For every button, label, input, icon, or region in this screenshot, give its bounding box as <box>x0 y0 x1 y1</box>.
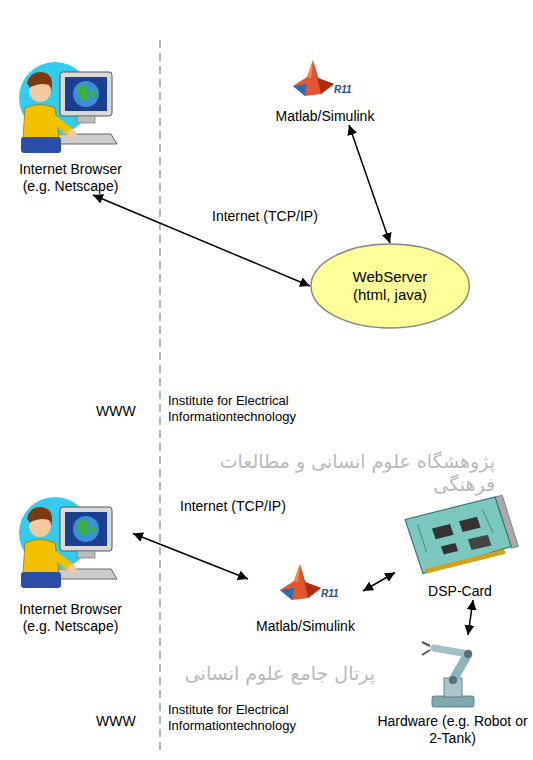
connector-arrow <box>363 573 395 592</box>
robot-arm-picture <box>432 696 474 707</box>
node-caption: Matlab/Simulink <box>248 618 363 635</box>
connection-label: Internet (TCP/IP) <box>210 208 320 225</box>
matlab-logo <box>293 60 334 96</box>
dsp-card-node: DSP-Card <box>395 490 525 600</box>
node-text: DSP-Card <box>395 583 525 600</box>
dsp-card-picture <box>425 549 506 573</box>
connector-arrow <box>133 534 248 580</box>
dsp-card-picture <box>418 524 427 553</box>
ellipse-outline <box>311 244 469 328</box>
node-caption: Internet Browser (e.g. Netscape) <box>8 601 133 635</box>
node-text: Matlab/Simulink <box>248 618 363 635</box>
matlab-node: Matlab/Simulink <box>265 55 385 125</box>
boundary-line <box>159 40 160 752</box>
node-text: WebServer (html, java) <box>338 268 443 305</box>
dsp-card-picture <box>405 497 511 574</box>
webserver-ellipse: WebServer (html, java) <box>310 243 470 329</box>
node-text: Internet Browser (e.g. Netscape) <box>8 601 133 635</box>
node-caption: Matlab/Simulink <box>265 108 385 125</box>
institute-label: Institute for Electrical Informationtech… <box>168 702 303 733</box>
robot-arm-picture <box>464 650 472 658</box>
zone-label: WWW <box>96 713 136 730</box>
node-caption: Internet Browser (e.g. Netscape) <box>8 161 133 195</box>
node-caption: Hardware (e.g. Robot or 2-Tank) <box>375 713 530 747</box>
browser-station: Internet Browser (e.g. Netscape) <box>8 55 133 195</box>
hardware-node: Hardware (e.g. Robot or 2-Tank) <box>375 635 530 747</box>
connector-arrow <box>349 125 390 243</box>
browser-station: Internet Browser (e.g. Netscape) <box>8 490 133 635</box>
logo-version: R11 <box>321 588 339 600</box>
watermark-text: پژوهشگاه علوم انسانی و مطالعات فرهنگی <box>175 450 495 496</box>
robot-arm-picture <box>449 676 457 684</box>
zone-label: WWW <box>96 403 136 420</box>
connection-label: Internet (TCP/IP) <box>178 498 288 515</box>
robot-arm-picture <box>434 648 468 654</box>
dsp-card-picture <box>405 495 518 573</box>
user-computer-icon <box>19 497 117 588</box>
connector-arrow <box>468 600 473 635</box>
node-text: Internet Browser (e.g. Netscape) <box>8 161 133 195</box>
node-text: Hardware (e.g. Robot or 2-Tank) <box>375 713 530 747</box>
robot-arm-picture <box>453 654 468 680</box>
matlab-node: Matlab/Simulink <box>248 555 363 635</box>
dsp-card-picture <box>459 517 481 532</box>
dsp-card-picture <box>441 543 458 555</box>
robot-arm-picture <box>422 642 430 646</box>
matlab-logo <box>280 564 321 600</box>
robot-arm-picture <box>422 650 430 655</box>
institute-label: Institute for Electrical Informationtech… <box>168 393 303 424</box>
watermark-text: پرتال جامع علوم انسانی <box>165 662 375 685</box>
dsp-card-picture <box>482 510 493 533</box>
logo-version: R11 <box>334 84 352 96</box>
robot-arm-picture <box>422 642 474 707</box>
node-text: Matlab/Simulink <box>265 108 385 125</box>
node-caption: DSP-Card <box>395 583 525 600</box>
dsp-card-picture <box>432 524 454 539</box>
dsp-card-picture <box>468 535 491 550</box>
user-computer-icon <box>19 62 117 153</box>
node-caption: WebServer (html, java) <box>338 268 443 305</box>
